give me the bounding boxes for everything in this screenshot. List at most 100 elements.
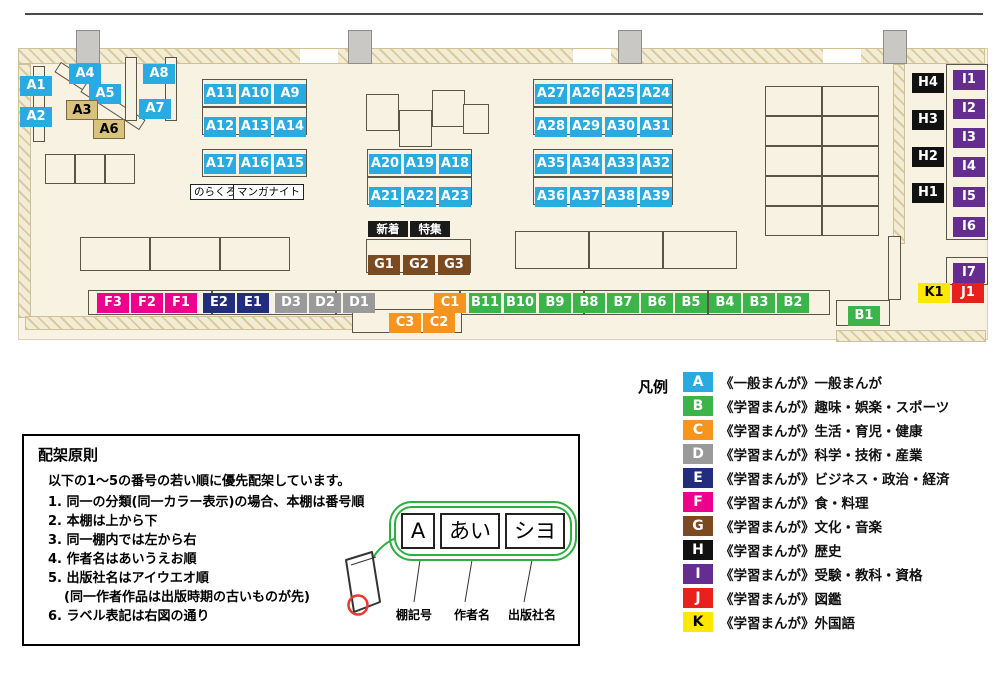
callout-line	[523, 559, 533, 603]
legend-item-E: E 《学習まんが》ビジネス・政治・経済	[683, 466, 950, 490]
label-shelf-code: A	[401, 513, 435, 549]
shelf-block	[765, 176, 822, 206]
shelf-block	[75, 154, 105, 184]
shelf-label-A30: A30	[605, 117, 637, 137]
shelf-label-B4: B4	[709, 293, 741, 313]
principle-rule-6: (同一作者作品は出版時期の古いものが先)	[64, 590, 310, 605]
principle-rule-2: 2. 本棚は上から下	[48, 514, 158, 529]
wall-hatch-bottom-left	[25, 316, 357, 330]
shelf-label-A11: A11	[204, 84, 236, 104]
shelf-label-I7: I7	[953, 263, 985, 283]
shelf-block	[822, 206, 879, 236]
shelf-label-A13: A13	[239, 117, 271, 137]
shelf-label-A16: A16	[239, 154, 271, 174]
shelf-label-A23: A23	[439, 187, 471, 207]
shelf-label-A3: A3	[66, 100, 98, 120]
legend-swatch-B: B	[683, 396, 713, 416]
legend-label-J: 《学習まんが》図鑑	[720, 592, 842, 608]
door-gap	[573, 49, 611, 63]
shelf-label-A1: A1	[20, 76, 52, 96]
principle-rule-7: 6. ラベル表記は右図の通り	[48, 609, 210, 624]
shelf-label-A17: A17	[204, 154, 236, 174]
shelf-block	[822, 86, 879, 116]
shelf-label-A19: A19	[404, 154, 436, 174]
shelf-label-A9: A9	[274, 84, 306, 104]
shelf-label-C1: C1	[434, 293, 466, 313]
shelf-label-J1: J1	[952, 283, 984, 303]
shelf-label-A21: A21	[369, 187, 401, 207]
legend-swatch-A: A	[683, 372, 713, 392]
principle-rule-1: 1. 同一の分類(同一カラー表示)の場合、本棚は番号順	[48, 495, 365, 510]
shelf-label-A2: A2	[20, 107, 52, 127]
legend-item-I: I《学習まんが》受験・教科・資格	[683, 562, 950, 586]
legend-swatch-D: D	[683, 444, 713, 464]
shelf-block	[946, 64, 988, 240]
label-highlight-circle	[347, 594, 369, 616]
shelf-label-A37: A37	[570, 187, 602, 207]
shelf-block	[432, 90, 465, 127]
shelf-label-D3: D3	[275, 293, 307, 313]
legend-swatch-H: H	[683, 540, 713, 560]
legend-swatch-K: K	[683, 612, 713, 632]
shelf-label-H2: H2	[912, 147, 944, 167]
shelf-block	[399, 110, 432, 147]
legend-label-F: 《学習まんが》食・料理	[720, 496, 869, 512]
shelf-label-B2: B2	[777, 293, 809, 313]
wall-hatch-bottom-right	[836, 330, 986, 342]
shelf-label-G3: G3	[438, 255, 470, 275]
legend-label-H: 《学習まんが》歴史	[720, 544, 842, 560]
legend-title: 凡例	[638, 378, 669, 396]
shelf-label-A6: A6	[93, 119, 125, 139]
shelf-label-A15: A15	[274, 154, 306, 174]
shelf-label-D2: D2	[309, 293, 341, 313]
shelf-block	[515, 231, 589, 269]
shelf-label-H1: H1	[912, 183, 944, 203]
label-example: A あい シヨ	[389, 501, 577, 561]
shelf-label-D1: D1	[343, 293, 375, 313]
legend-label-G: 《学習まんが》文化・音楽	[720, 520, 882, 536]
shelf-block	[822, 146, 879, 176]
legend-label-I: 《学習まんが》受験・教科・資格	[720, 568, 923, 584]
principles-title: 配架原則	[38, 446, 99, 464]
shelf-label-B10: B10	[504, 293, 536, 313]
shelf-label-A32: A32	[640, 154, 672, 174]
shelf-label-E2: E2	[203, 293, 235, 313]
shelf-label-A33: A33	[605, 154, 637, 174]
shelf-label-A7: A7	[139, 99, 171, 119]
legend-label-A: 《一般まんが》一般まんが	[720, 376, 882, 392]
shelf-block	[45, 154, 75, 184]
shelf-label-F2: F2	[131, 293, 163, 313]
shelf-label-C2: C2	[423, 313, 455, 333]
shelf-label-A22: A22	[404, 187, 436, 207]
shelf-label-C3: C3	[389, 313, 421, 333]
shelf-label-A36: A36	[535, 187, 567, 207]
shelf-label-I2: I2	[953, 99, 985, 119]
legend-label-E: 《学習まんが》ビジネス・政治・経済	[720, 472, 950, 488]
callout-publisher: 出版社名	[508, 608, 557, 622]
shelf-label-A20: A20	[369, 154, 401, 174]
shelf-label-A24: A24	[640, 84, 672, 104]
shelf-label-A39: A39	[640, 187, 672, 207]
shelf-label-A18: A18	[439, 154, 471, 174]
shelf-label-G2: G2	[403, 255, 435, 275]
label-publisher: シヨ	[505, 513, 565, 549]
pillar	[348, 30, 372, 64]
shelf-block	[765, 206, 822, 236]
shelf-label-A27: A27	[535, 84, 567, 104]
book-cover-line	[350, 556, 377, 566]
door-gap	[823, 49, 861, 63]
legend-item-J: J 《学習まんが》図鑑	[683, 586, 950, 610]
legend-swatch-E: E	[683, 468, 713, 488]
shelf-label-B8: B8	[573, 293, 605, 313]
shelf-label-I5: I5	[953, 187, 985, 207]
shelf-label-A12: A12	[204, 117, 236, 137]
area-label-のらくろ: のらくろ	[190, 184, 240, 200]
shelf-label-I4: I4	[953, 157, 985, 177]
shelf-label-B1: B1	[848, 306, 880, 326]
shelf-label-A38: A38	[605, 187, 637, 207]
legend-swatch-J: J	[683, 588, 713, 608]
principle-rule-5: 5. 出版社名はアイウエオ順	[48, 571, 209, 586]
